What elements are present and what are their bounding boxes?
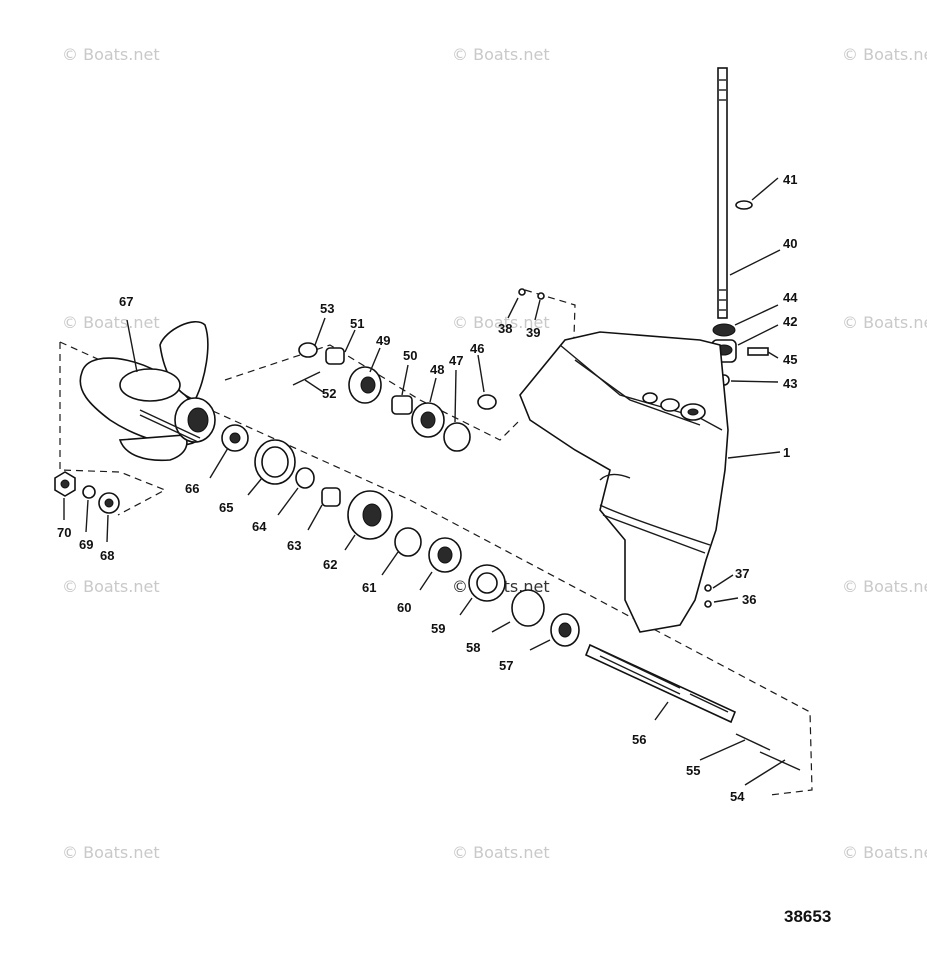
watermark: © Boats.net xyxy=(62,313,160,332)
callout-47: 47 xyxy=(449,353,463,368)
callout-41: 41 xyxy=(783,172,797,187)
callout-56: 56 xyxy=(632,732,646,747)
callout-42: 42 xyxy=(783,314,797,329)
callout-48: 48 xyxy=(430,362,444,377)
callout-1: 1 xyxy=(783,445,790,460)
watermarks: © Boats.net © Boats.net © Boats.net © Bo… xyxy=(62,45,927,862)
callout-63: 63 xyxy=(287,538,301,553)
diagram-code: 38653 xyxy=(784,907,831,926)
callout-49: 49 xyxy=(376,333,390,348)
callout-55: 55 xyxy=(686,763,700,778)
callout-66: 66 xyxy=(185,481,199,496)
callout-70: 70 xyxy=(57,525,71,540)
callout-53: 53 xyxy=(320,301,334,316)
callout-67: 67 xyxy=(119,294,133,309)
callout-45: 45 xyxy=(783,352,797,367)
callout-64: 64 xyxy=(252,519,267,534)
callout-43: 43 xyxy=(783,376,797,391)
leader-lines xyxy=(63,177,786,786)
watermark: © Boats.net xyxy=(842,45,927,64)
callout-62: 62 xyxy=(323,557,337,572)
callout-38: 38 xyxy=(498,321,512,336)
watermark: © Boats.net xyxy=(452,45,550,64)
callouts: 1 36 37 38 39 40 41 42 43 44 45 46 47 48… xyxy=(57,172,798,804)
watermark: © Boats.net xyxy=(842,577,927,596)
callout-69: 69 xyxy=(79,537,93,552)
watermark: © Boats.net xyxy=(62,577,160,596)
lower-parts xyxy=(221,424,580,647)
callout-36: 36 xyxy=(742,592,756,607)
callout-50: 50 xyxy=(403,348,417,363)
callout-61: 61 xyxy=(362,580,376,595)
watermark: © Boats.net xyxy=(62,45,160,64)
callout-37: 37 xyxy=(735,566,749,581)
watermark: © Boats.net xyxy=(452,843,550,862)
callout-54: 54 xyxy=(730,789,745,804)
watermark: © Boats.net xyxy=(842,313,927,332)
callout-65: 65 xyxy=(219,500,233,515)
watermark: © Boats.net xyxy=(842,843,927,862)
drive-shaft xyxy=(711,67,769,386)
propeller-shaft xyxy=(584,643,801,771)
callout-40: 40 xyxy=(783,236,797,251)
callout-46: 46 xyxy=(470,341,484,356)
callout-60: 60 xyxy=(397,600,411,615)
callout-58: 58 xyxy=(466,640,480,655)
callout-52: 52 xyxy=(322,386,336,401)
callout-51: 51 xyxy=(350,316,364,331)
callout-57: 57 xyxy=(499,658,513,673)
callout-44: 44 xyxy=(783,290,798,305)
propeller xyxy=(79,321,216,462)
upper-parts xyxy=(292,342,497,452)
callout-39: 39 xyxy=(526,325,540,340)
callout-59: 59 xyxy=(431,621,445,636)
gear-housing xyxy=(519,331,729,633)
pins-38-39 xyxy=(507,288,545,321)
watermark: © Boats.net xyxy=(452,313,550,332)
prop-nut-set xyxy=(54,471,120,514)
callout-68: 68 xyxy=(100,548,114,563)
watermark: © Boats.net xyxy=(62,843,160,862)
